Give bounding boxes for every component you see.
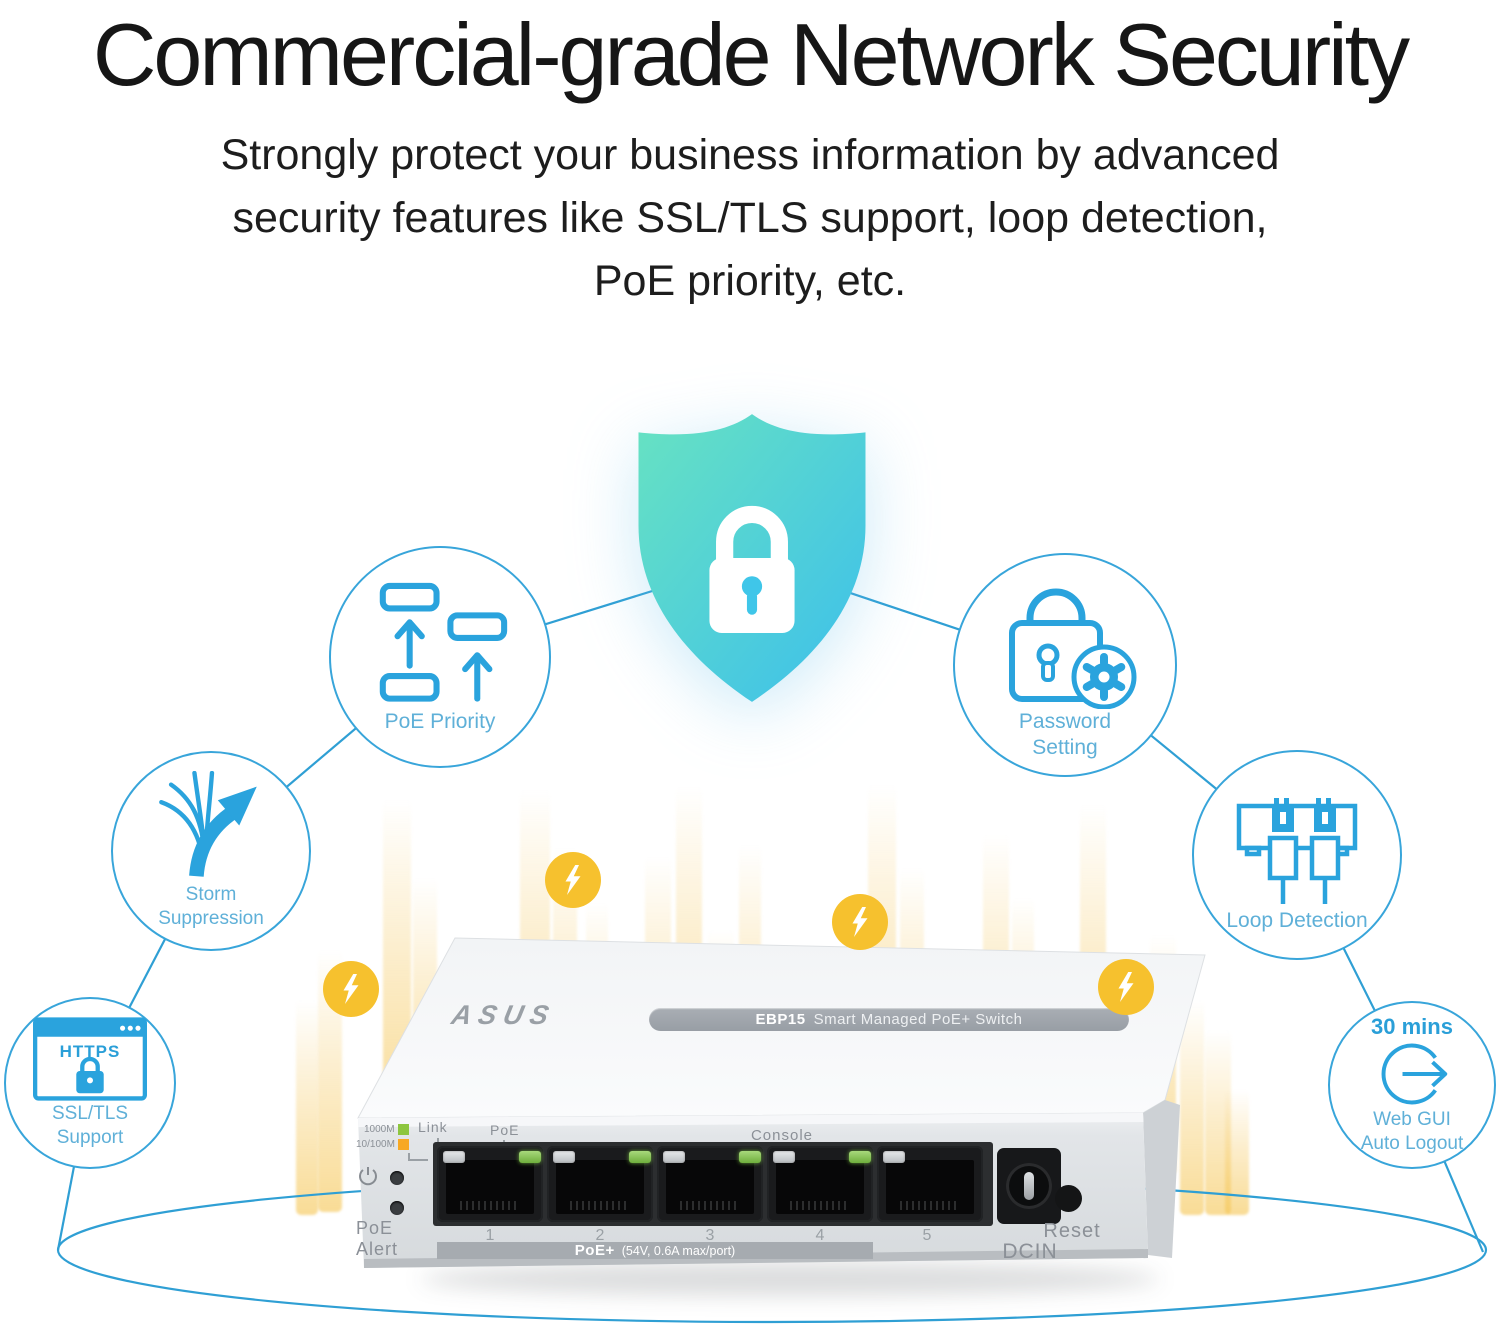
amber-led-swatch (397, 1139, 409, 1150)
power-led (390, 1171, 404, 1185)
link-led (443, 1151, 465, 1163)
lightning-bolt-icon (832, 894, 888, 950)
port-number: 5 (922, 1227, 932, 1244)
feature-password-setting: Password Setting (953, 553, 1177, 777)
feature-web-gui-auto-logout: 30 mins Web GUI Auto Logout (1328, 1001, 1496, 1169)
subtitle-line: PoE priority, etc. (593, 257, 907, 305)
poe-priority-icon (379, 582, 508, 702)
subtitle-line: Strongly protect your business informati… (220, 131, 1280, 179)
poe-led (849, 1151, 871, 1163)
feature-storm-suppression: Storm Suppression (111, 751, 311, 951)
loop-detection-icon (1236, 798, 1358, 904)
green-led-swatch (397, 1124, 409, 1135)
security-shield-icon (638, 414, 866, 702)
feature-ssl-tls-support: HTTPS SSL/TLS Support (4, 997, 176, 1169)
link-led (773, 1151, 795, 1163)
feature-label: Support (56, 1127, 124, 1148)
link-led (883, 1151, 905, 1163)
link-led (663, 1151, 685, 1163)
page-subtitle: Strongly protect your business informati… (0, 124, 1500, 313)
link-label: Link (418, 1119, 448, 1135)
feature-label: Storm (185, 884, 237, 905)
poe-led (519, 1151, 541, 1163)
model-name: Smart Managed PoE+ Switch (813, 1011, 1023, 1028)
feature-poe-priority: PoE Priority (329, 546, 551, 768)
feature-label: Auto Logout (1360, 1133, 1464, 1154)
lightning-bolt-icon (1098, 959, 1154, 1015)
dcin-label: DCIN (1002, 1240, 1058, 1263)
subtitle-line: security features like SSL/TLS support, … (232, 194, 1268, 242)
https-browser-icon: HTTPS (30, 1016, 150, 1102)
model-number: EBP15 (755, 1011, 806, 1028)
model-badge: EBP15 Smart Managed PoE+ Switch (649, 1008, 1129, 1031)
poe-spec-strip: PoE+ (54V, 0.6A max/port) (437, 1242, 873, 1259)
poe-alert-label-line1: PoE (356, 1218, 394, 1238)
auto-logout-icon (1381, 1043, 1448, 1105)
storm-suppression-icon (159, 771, 257, 877)
poe-alert-label-line2: Alert (356, 1239, 399, 1259)
poe-alert-led (390, 1201, 404, 1215)
feature-label: Suppression (158, 908, 264, 929)
poe-spec-label: (54V, 0.6A max/port) (621, 1243, 736, 1258)
poe-led (739, 1151, 761, 1163)
password-setting-icon (1009, 588, 1137, 709)
dc-power-jack (997, 1148, 1061, 1224)
poe-led (629, 1151, 651, 1163)
feature-label: Web GUI (1373, 1109, 1451, 1130)
legend-10-100m: 10/100M (356, 1139, 409, 1150)
https-badge: HTTPS (59, 1042, 121, 1061)
gear-icon (1071, 644, 1137, 709)
lightning-bolt-icon (545, 852, 601, 908)
legend-1000m: 1000M (364, 1124, 409, 1135)
feature-label: PoE Priority (384, 710, 496, 733)
console-label: Console (750, 1127, 814, 1144)
legend-label: 1000M (364, 1124, 395, 1135)
power-icon (359, 1167, 377, 1186)
feature-label: Setting (1032, 736, 1098, 759)
poe-label: PoE (490, 1122, 520, 1138)
auto-logout-duration: 30 mins (1371, 1014, 1453, 1039)
link-led (553, 1151, 575, 1163)
poe-plus-label: PoE+ (574, 1242, 615, 1259)
brand-logo: ASUS (448, 1000, 559, 1030)
feature-label: Password (1018, 710, 1112, 733)
legend-label: 10/100M (356, 1139, 395, 1150)
reset-label: Reset (1043, 1220, 1101, 1242)
feature-label: SSL/TLS (51, 1103, 129, 1124)
reset-button (1055, 1185, 1082, 1212)
page-title: Commercial-grade Network Security (92, 5, 1410, 104)
lightning-bolt-icon (323, 961, 379, 1017)
